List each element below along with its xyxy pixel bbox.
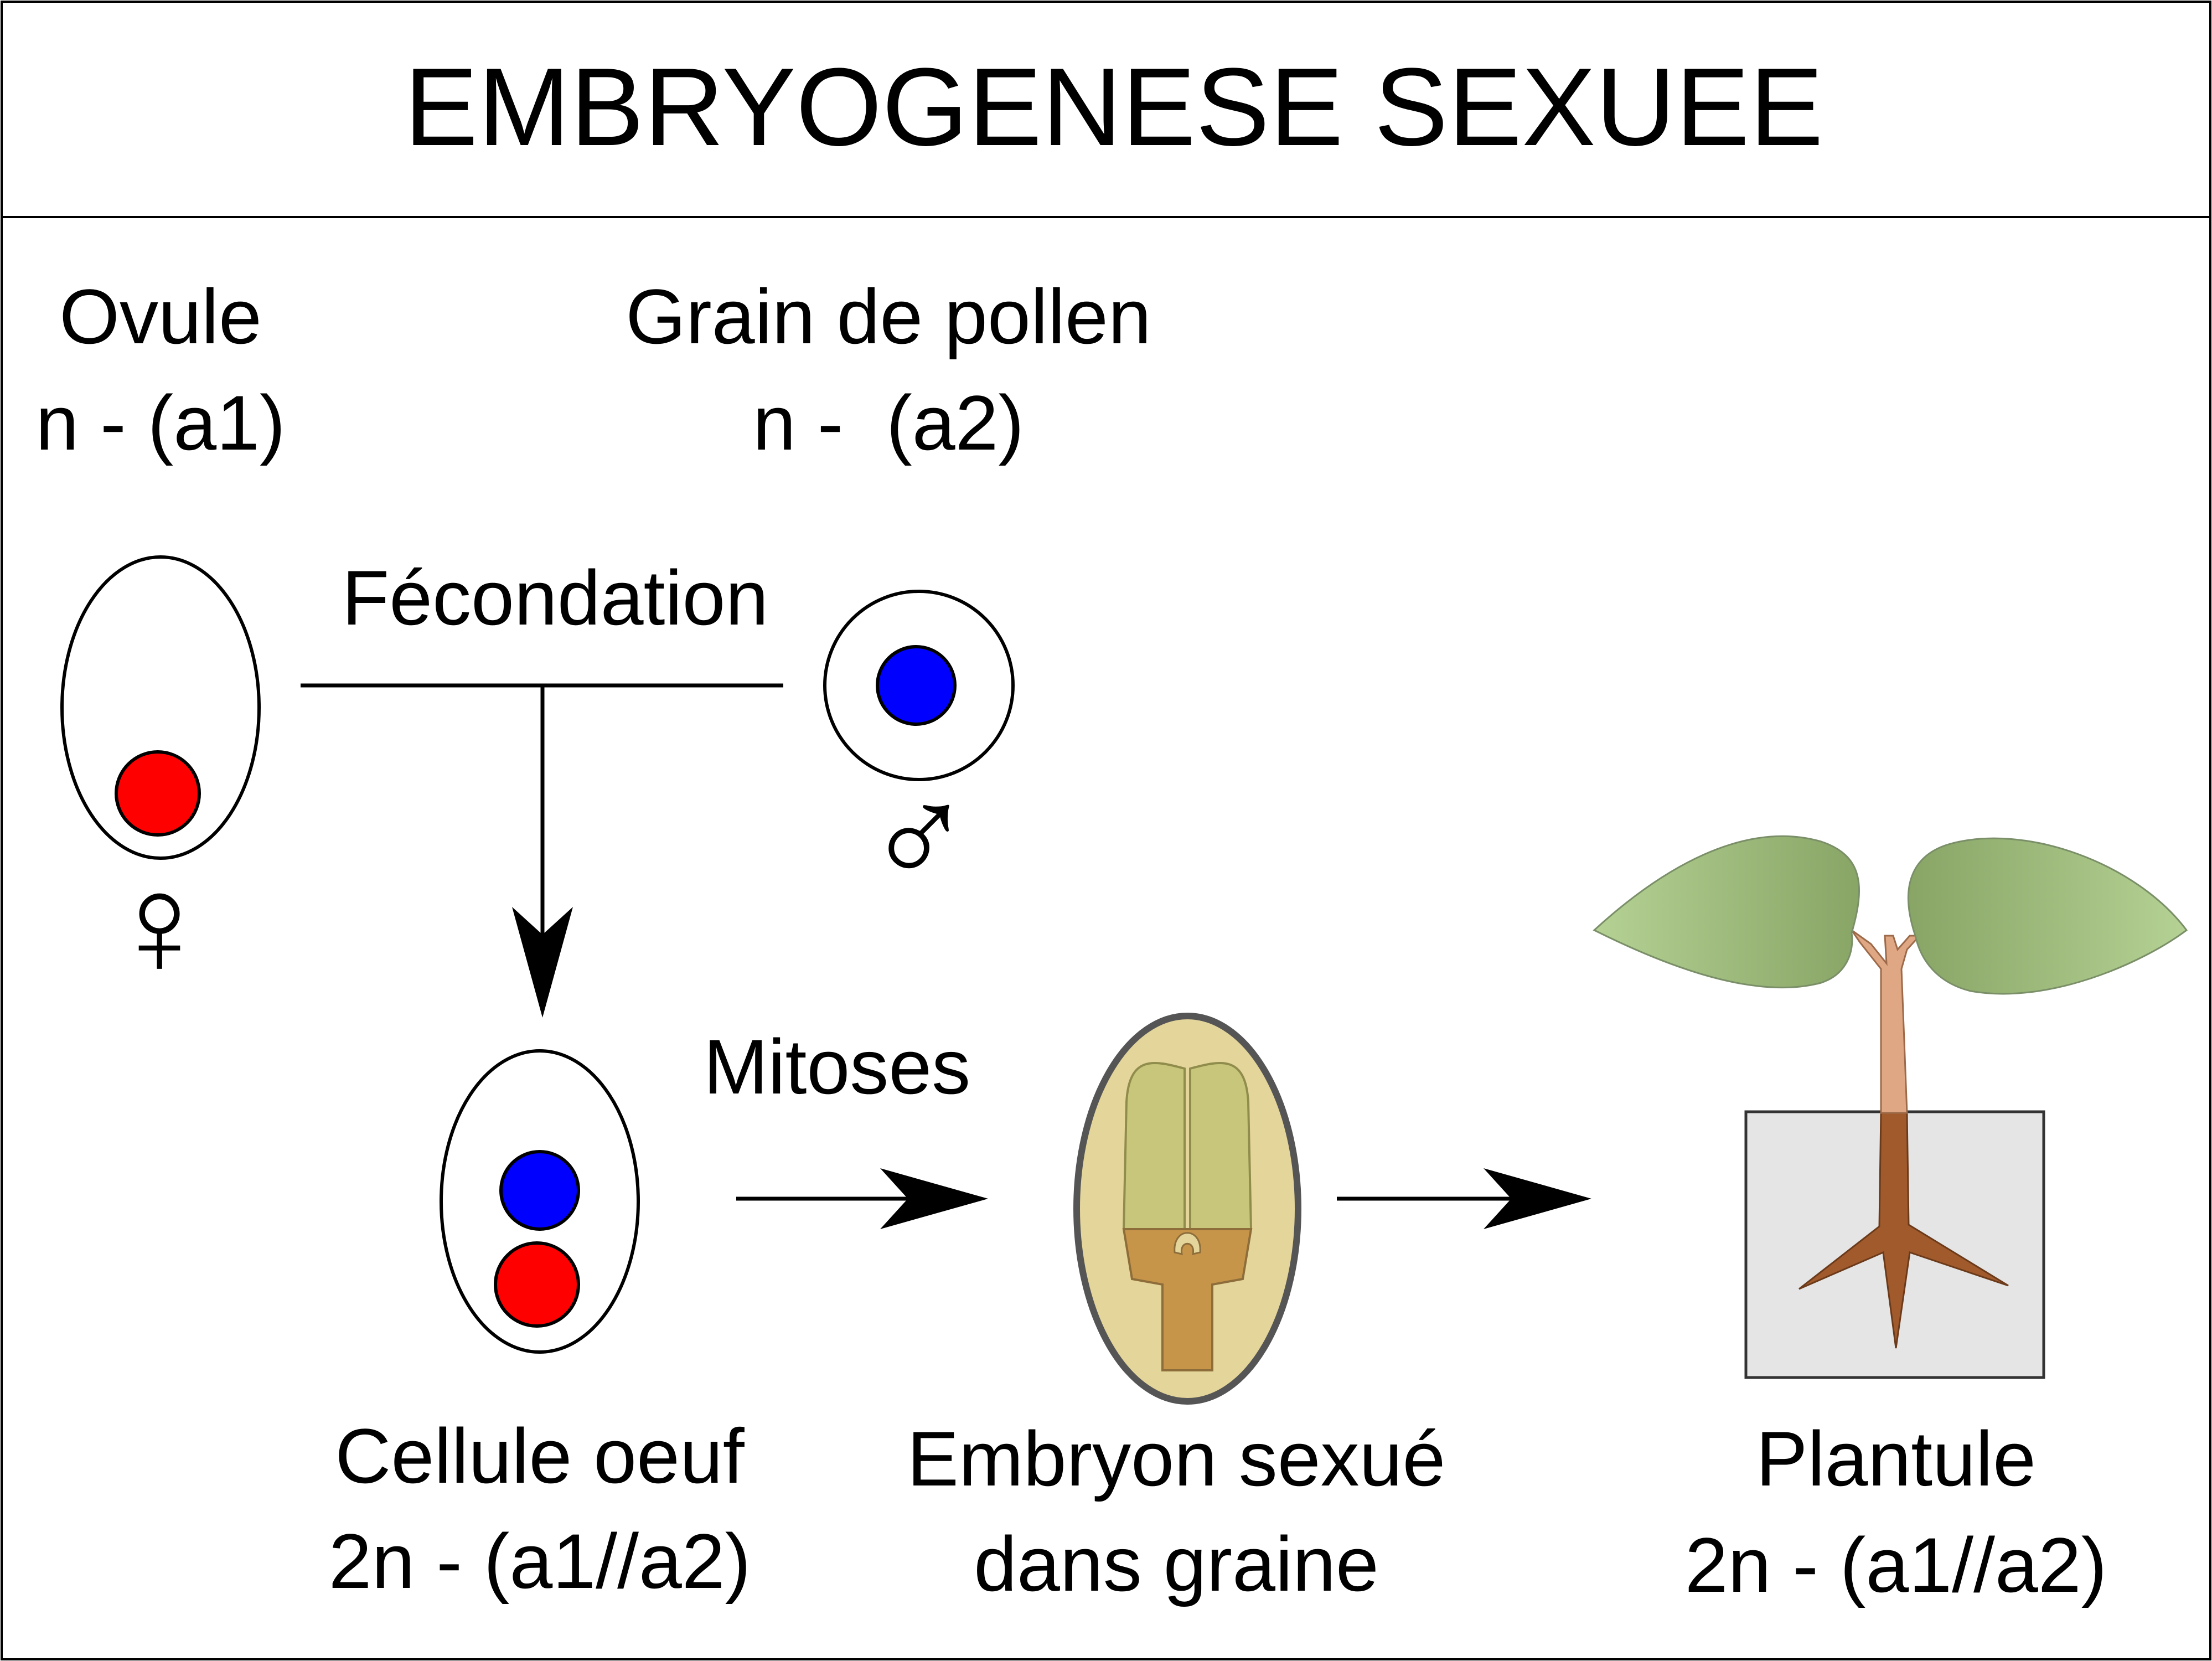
pollen-ploidy: n - (a2) (753, 379, 1024, 466)
paternal-nucleus (876, 645, 957, 726)
diagram-title: EMBRYOGENESE SEXUEE (404, 45, 1823, 169)
plantule-illustration (1593, 835, 2188, 1379)
leaf-right (1907, 837, 2188, 995)
cellule-oeuf (440, 1049, 640, 1354)
plantule-ploidy: 2n - (a1//a2) (1685, 1521, 2107, 1608)
seed-with-embryo (1073, 1013, 1301, 1405)
fecondation-label: Fécondation (342, 554, 769, 641)
embryon-label-line2: dans graine (974, 1520, 1379, 1607)
plantule-label: Plantule (1756, 1415, 2036, 1502)
growth-arrow-head (1484, 1168, 1591, 1229)
leaf-left (1593, 835, 1860, 989)
embryon-label-line1: Embryon sexué (907, 1415, 1446, 1502)
maternal-nucleus-in-zygote (494, 1241, 580, 1328)
mitoses-label: Mitoses (704, 1023, 970, 1110)
ovule-ploidy: n - (a1) (35, 379, 285, 466)
paternal-nucleus-in-zygote (499, 1150, 580, 1231)
cotyledon-right (1189, 1061, 1253, 1230)
cotyledon-left (1122, 1061, 1186, 1230)
stem (1851, 929, 1922, 1114)
fecondation-arrow-head (512, 907, 573, 1018)
pollen-grain (823, 590, 1015, 781)
cellule-oeuf-ploidy: 2n - (a1//a2) (329, 1518, 751, 1605)
ovule-label: Ovule (59, 273, 262, 360)
female-symbol: ♀ (106, 845, 214, 1005)
ovule-cell (60, 555, 261, 860)
pollen-label: Grain de pollen (626, 273, 1151, 360)
plumule (1174, 1232, 1201, 1255)
cellule-oeuf-label: Cellule oeuf (335, 1412, 745, 1499)
mitoses-arrow-head (880, 1168, 988, 1229)
root-system (1798, 1112, 2009, 1349)
maternal-nucleus (115, 750, 201, 837)
embryo-axis (1122, 1228, 1253, 1371)
male-symbol: ♂ (865, 756, 973, 917)
